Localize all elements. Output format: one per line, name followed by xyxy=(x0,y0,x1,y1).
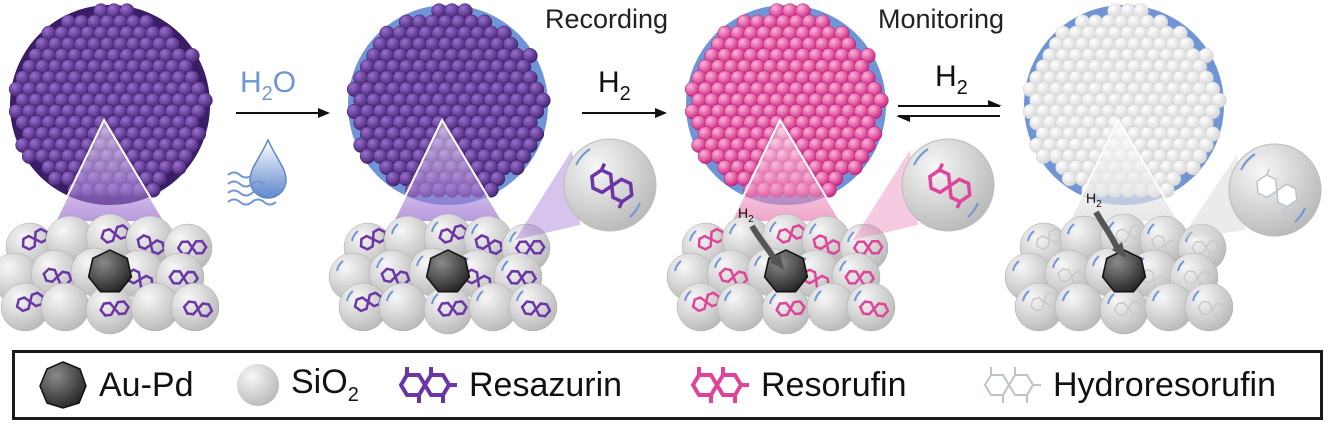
arrow2-sub: 2 xyxy=(620,83,631,105)
legend-label-resorufin: Resorufin xyxy=(761,365,907,404)
arrow-hydrogen-recording: H2 xyxy=(582,66,667,118)
legend-label-hydroresorufin: Hydroresorufin xyxy=(1053,365,1276,404)
sio2-sphere-icon xyxy=(237,364,279,406)
legend-label-resazurin: Resazurin xyxy=(469,365,623,404)
molecule xyxy=(775,300,806,317)
arrow1-reagent: H xyxy=(240,66,262,99)
legend-item-sio2: SiO2 xyxy=(235,353,359,417)
molecule xyxy=(182,300,214,318)
arrow3-sub: 2 xyxy=(957,77,968,99)
magnified-molecule xyxy=(1256,168,1298,214)
svg-text:H2: H2 xyxy=(935,60,968,99)
arrow1-sub: 2 xyxy=(262,83,273,105)
molecule xyxy=(1197,300,1227,318)
arrow-water: H2O xyxy=(236,66,330,118)
molecule xyxy=(168,269,200,286)
legend-item-hydroresorufin: Hydroresorufin xyxy=(979,353,1276,417)
aupd-core xyxy=(425,249,471,293)
sio2-sphere xyxy=(846,282,896,332)
water-drop-icon xyxy=(227,138,287,206)
cluster-panel-3 xyxy=(666,213,896,335)
arrow3-reagent: H xyxy=(935,60,957,93)
cluster-panel-1 xyxy=(0,213,220,335)
sio2-sphere xyxy=(1054,282,1104,332)
sio2-sphere xyxy=(170,282,220,332)
sio2-sphere xyxy=(40,282,90,332)
molecule xyxy=(99,300,130,317)
legend-label-sio2: SiO2 xyxy=(291,363,359,406)
magnified-molecule xyxy=(928,162,972,209)
sio2-sphere xyxy=(378,282,428,332)
molecule xyxy=(520,300,552,318)
magnifier-resorufin xyxy=(853,138,995,240)
cluster-panel-2 xyxy=(328,213,558,335)
molecule xyxy=(858,300,890,318)
stage-title-recording: Recording xyxy=(545,4,668,34)
legend-label-aupd: Au-Pd xyxy=(99,365,194,404)
sphere-hydroresorufin xyxy=(1022,3,1227,205)
molecule xyxy=(506,269,538,286)
sio2-sphere xyxy=(508,282,558,332)
sio2-sphere xyxy=(716,282,766,332)
legend-item-resazurin: Resazurin xyxy=(395,353,622,417)
aupd-core xyxy=(1101,249,1147,293)
stage-title-monitoring: Monitoring xyxy=(878,4,1004,34)
magnifier-resazurin xyxy=(515,138,657,240)
molecule xyxy=(437,300,468,317)
magnifier-hydroresorufin xyxy=(1180,143,1322,240)
sio2-sphere xyxy=(1184,282,1234,332)
legend-item-resorufin: Resorufin xyxy=(687,353,907,417)
aupd-core-icon xyxy=(39,361,87,409)
svg-text:H2O: H2O xyxy=(240,66,296,105)
legend: Au-Pd SiO2 Resazurin xyxy=(12,350,1323,420)
resazurin-molecule-icon xyxy=(398,367,457,403)
legend-item-aupd: Au-Pd xyxy=(37,353,194,417)
cluster-panel-4 xyxy=(1004,213,1234,335)
arrow-hydrogen-reversible: H2 xyxy=(896,60,1002,122)
molecule xyxy=(1113,300,1144,317)
molecule xyxy=(1182,270,1213,286)
molecule xyxy=(844,269,876,286)
resorufin-molecule-icon xyxy=(690,367,749,403)
arrow2-reagent: H xyxy=(598,66,620,99)
svg-text:H2: H2 xyxy=(598,66,631,105)
aupd-core xyxy=(87,249,133,293)
magnified-molecule xyxy=(590,162,634,209)
arrow1-suffix: O xyxy=(273,66,296,99)
hydroresorufin-molecule-icon xyxy=(983,367,1041,403)
